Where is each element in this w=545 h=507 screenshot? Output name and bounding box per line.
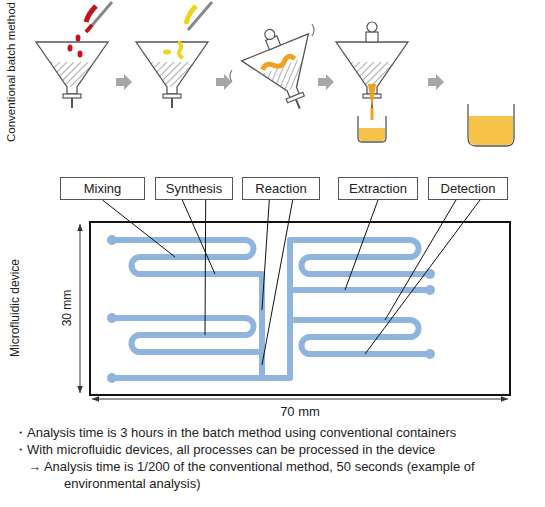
leader-line	[262, 200, 293, 365]
note: → Analysis time is 1/200 of the conventi…	[28, 458, 509, 492]
channel-port	[107, 235, 435, 383]
leader-line	[345, 200, 378, 290]
beaker-detection	[468, 104, 514, 146]
funnel-synthesis	[136, 2, 212, 108]
process-label: Reaction	[255, 181, 306, 197]
note: ・With microfluidic devices, all processe…	[14, 441, 435, 458]
section-label: Microfluidic device	[7, 257, 24, 359]
process-label-box: Synthesis	[155, 177, 233, 200]
leader-line	[365, 200, 480, 354]
note: ・Analysis time is 3 hours in the batch m…	[14, 424, 456, 441]
leader-line	[103, 200, 176, 257]
process-label-box: Reaction	[242, 177, 320, 200]
process-label-box: Mixing	[60, 177, 145, 200]
leader-line	[385, 200, 456, 320]
dimension-line	[92, 399, 508, 400]
leader-line	[262, 200, 269, 310]
dimension-label: 30 mm	[59, 288, 76, 329]
leader-line	[205, 200, 207, 335]
funnel-extraction	[336, 22, 408, 142]
dimension-label: 70 mm	[277, 403, 323, 420]
device-chip	[90, 222, 510, 395]
process-label: Synthesis	[166, 181, 222, 197]
process-arrow	[116, 74, 444, 90]
process-label: Mixing	[84, 181, 122, 197]
funnel-mixing	[36, 2, 112, 108]
process-label: Extraction	[349, 181, 407, 197]
leader-line	[182, 200, 215, 274]
leader-lines	[103, 200, 481, 365]
process-label-box: Detection	[428, 177, 508, 200]
process-label-box: Extraction	[338, 177, 418, 200]
channel	[112, 240, 430, 378]
dimension-line	[80, 224, 81, 393]
funnel-reaction	[235, 16, 334, 122]
section-label: Conventional batch method	[3, 0, 20, 144]
process-label: Detection	[441, 181, 496, 197]
